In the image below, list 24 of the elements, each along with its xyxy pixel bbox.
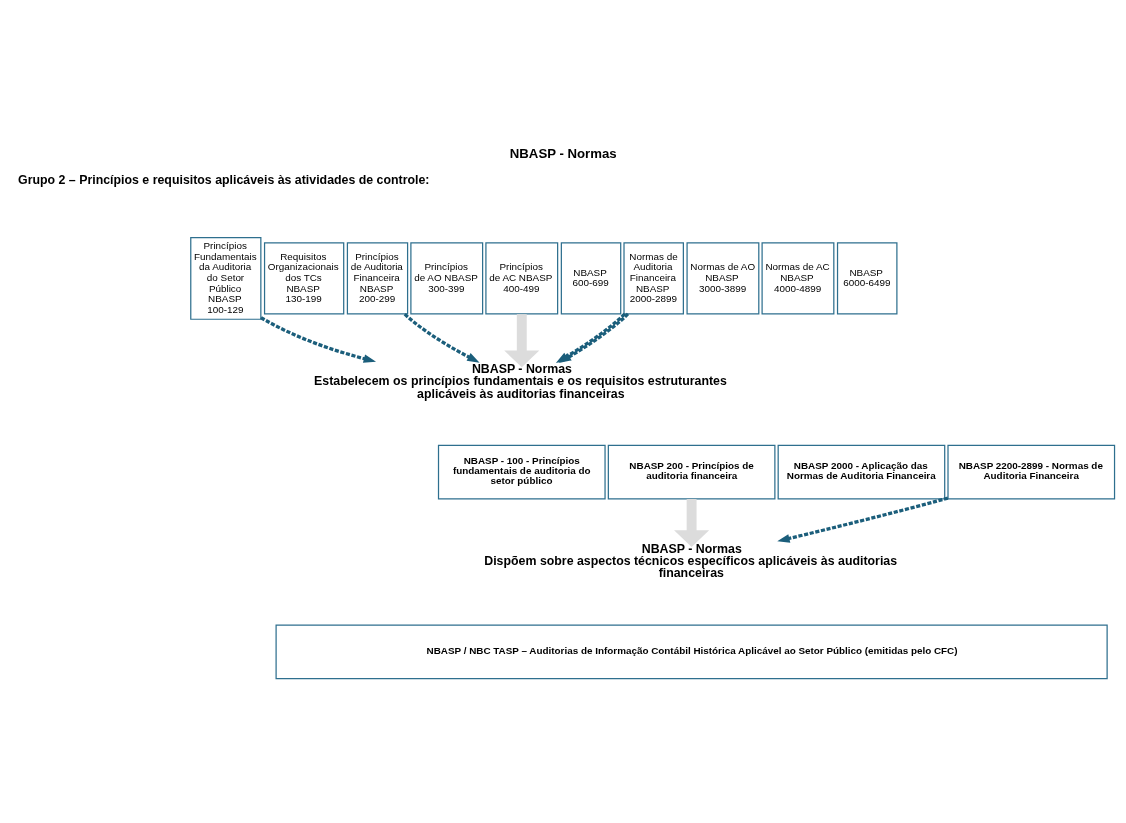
node-box: Princípios de AC NBASP 400-499	[485, 241, 559, 314]
node-box: NBASP 2200-2899 - Normas de Auditoria Financeira	[947, 444, 1116, 500]
arrow	[504, 313, 540, 367]
node-box: NBASP 600-699	[560, 241, 622, 314]
node-box: Normas de AO NBASP 3000-3899	[686, 241, 760, 314]
node-text: NBASP - Normas Dispõem sobre aspectos técnicos específicos aplicáveis às auditorias financeiras	[484, 541, 898, 580]
arrow	[403, 312, 480, 363]
node-text: NBASP - Normas Estabelecem os princípios fundamentais e os requisitos estruturantes aplicáveis às auditorias financeiras	[314, 361, 727, 401]
node-box: NBASP 6000-6499	[836, 241, 898, 314]
label: Grupo 2 – Princípios e requisitos aplicáveis às atividades de controle:	[18, 172, 430, 187]
node-box: Princípios de AO NBASP 300-399	[410, 241, 484, 314]
node-box: Normas de Auditoria Financeira NBASP 2000-2899	[623, 241, 684, 314]
diagram-title: NBASP - Normas	[509, 145, 617, 161]
arrow	[777, 496, 949, 543]
node-box: Requisitos Organizacionais dos TCs NBASP 130-199	[263, 241, 345, 314]
node-box: NBASP 200 - Princípios de auditoria financeira	[607, 444, 776, 500]
node-box: Normas de AC NBASP 4000-4899	[761, 241, 835, 314]
node-box: Princípios Fundamentais da Auditoria do Setor Público NBASP 100-129	[190, 236, 262, 320]
node-box: NBASP 2000 - Aplicação das Normas de Auditoria Financeira	[777, 444, 946, 500]
arrow	[260, 315, 377, 363]
node-box: NBASP / NBC TASP – Auditorias de Informação Contábil Histórica Aplicável ao Setor Público (emitidas pelo CFC)	[275, 624, 1108, 679]
arrow	[674, 498, 710, 547]
node-box: Princípios de Auditoria Financeira NBASP 200-299	[346, 241, 409, 314]
node-box: NBASP - 100 - Princípios fundamentais de auditoria do setor público	[437, 444, 606, 500]
